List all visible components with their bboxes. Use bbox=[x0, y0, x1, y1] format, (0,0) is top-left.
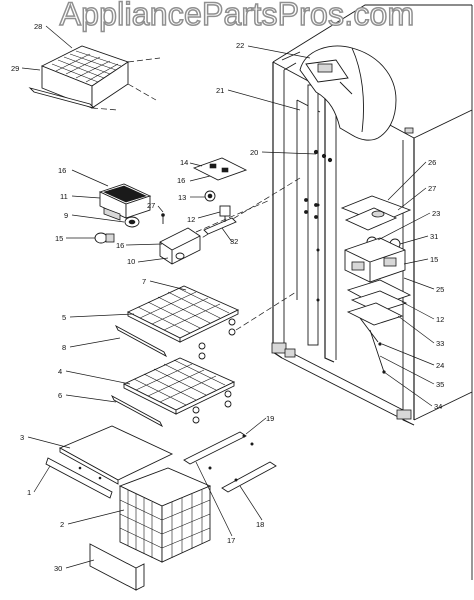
callout-27-left: 27 bbox=[147, 201, 155, 210]
callout-32: 32 bbox=[230, 237, 238, 246]
callout-15-left: 15 bbox=[55, 234, 63, 243]
callout-14: 14 bbox=[180, 158, 188, 167]
callout-3: 3 bbox=[20, 433, 24, 442]
control-housing-assembly bbox=[340, 195, 412, 374]
callout-25: 25 bbox=[436, 285, 444, 294]
callout-12-right: 12 bbox=[436, 315, 444, 324]
callout-10: 10 bbox=[127, 257, 135, 266]
callout-4: 4 bbox=[58, 367, 62, 376]
upper-glass-shelf bbox=[114, 285, 240, 360]
callout-27-right: 27 bbox=[428, 184, 436, 193]
callout-8: 8 bbox=[62, 343, 66, 352]
callout-11: 11 bbox=[60, 192, 68, 201]
callout-9: 9 bbox=[64, 211, 68, 220]
callout-31: 31 bbox=[430, 232, 438, 241]
callout-19: 19 bbox=[266, 414, 274, 423]
callout-24: 24 bbox=[436, 361, 444, 370]
callout-labels: 28 29 22 21 20 14 16 13 12 16 11 9 15 16… bbox=[11, 22, 444, 573]
callout-leaders bbox=[21, 25, 435, 569]
callout-12-left: 12 bbox=[187, 215, 195, 224]
assembly-guide-lines bbox=[171, 177, 301, 331]
callout-34: 34 bbox=[434, 402, 442, 411]
control-bracket bbox=[192, 157, 248, 222]
callout-30: 30 bbox=[54, 564, 62, 573]
callout-20: 20 bbox=[250, 148, 258, 157]
callout-2: 2 bbox=[60, 520, 64, 529]
callout-35: 35 bbox=[436, 380, 444, 389]
callout-26: 26 bbox=[428, 158, 436, 167]
callout-29: 29 bbox=[11, 64, 19, 73]
callout-6: 6 bbox=[58, 391, 62, 400]
callout-16-light: 16 bbox=[58, 166, 66, 175]
callout-33: 33 bbox=[436, 339, 444, 348]
callout-13: 13 bbox=[178, 193, 186, 202]
callout-16-lower: 16 bbox=[116, 241, 124, 250]
callout-7: 7 bbox=[142, 277, 146, 286]
callout-5: 5 bbox=[62, 313, 66, 322]
pan-supports bbox=[183, 431, 277, 493]
mounting-screws bbox=[304, 149, 333, 219]
crisper-cover bbox=[45, 425, 174, 499]
callout-1: 1 bbox=[27, 488, 31, 497]
callout-15-right: 15 bbox=[430, 255, 438, 264]
top-storage-bin bbox=[28, 45, 161, 111]
callout-23: 23 bbox=[432, 209, 440, 218]
lower-glass-shelf bbox=[110, 357, 236, 428]
callout-16-upper: 16 bbox=[177, 176, 185, 185]
callout-22: 22 bbox=[236, 41, 244, 50]
callout-28: 28 bbox=[34, 22, 42, 31]
crisper-drawer bbox=[89, 467, 212, 591]
callout-18: 18 bbox=[256, 520, 264, 529]
light-housing-assembly bbox=[94, 183, 237, 265]
callout-17: 17 bbox=[227, 536, 235, 545]
air-duct-cover bbox=[299, 45, 397, 141]
callout-21: 21 bbox=[216, 86, 224, 95]
